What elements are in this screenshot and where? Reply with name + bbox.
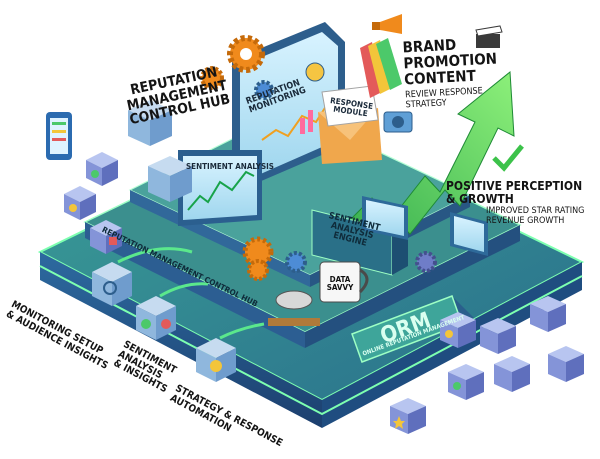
phone-icon	[46, 112, 72, 160]
sentiment-analysis-screen	[178, 150, 262, 226]
positive-sub-1: IMPROVED STAR RATING	[486, 206, 585, 217]
positive-line-1: POSITIVE PERCEPTION	[446, 179, 583, 193]
gauge-dial	[268, 290, 320, 326]
brand-promotion-title: BRAND PROMOTION CONTENT REVIEW RESPONSE …	[402, 36, 499, 111]
brand-promotion-sub-2: STRATEGY	[405, 97, 447, 111]
data-savvy-mug	[319, 261, 369, 303]
pipeline-cubes	[92, 247, 265, 382]
gear-icons	[200, 35, 437, 281]
brand-icons	[360, 14, 503, 133]
positive-sub-2: REVENUE GROWTH	[486, 215, 565, 226]
sentiment-analysis-label: SENTIMENT ANALYSIS	[186, 162, 274, 171]
floating-cubes	[64, 100, 584, 434]
code-monitor	[362, 196, 488, 256]
positive-line-2: & GROWTH	[446, 191, 514, 206]
mug-label: DATA SAVVY	[326, 275, 354, 292]
brand-promotion-line-3: CONTENT	[403, 66, 477, 88]
check-icon	[492, 144, 524, 172]
response-module	[318, 85, 382, 164]
positive-perception-title: POSITIVE PERCEPTION & GROWTH IMPROVED ST…	[446, 180, 584, 226]
